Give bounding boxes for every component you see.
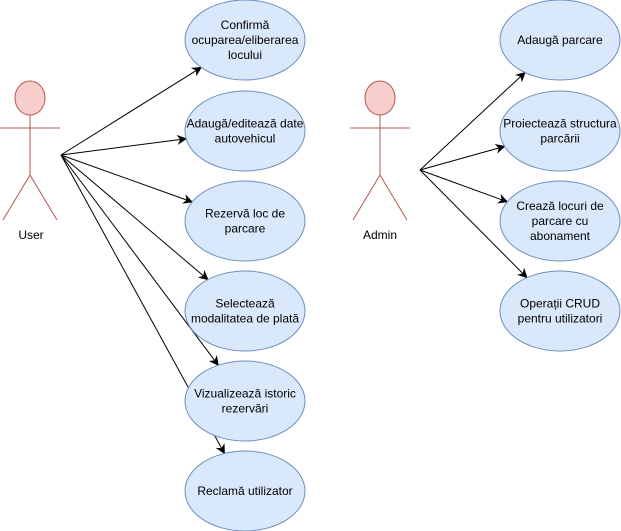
user-association-2: [60, 134, 188, 156]
user-actor: User: [0, 80, 60, 242]
admin-association-3: [419, 169, 509, 204]
admin-use-case-label: Proiectează structura: [503, 117, 617, 131]
user-actor-head: [14, 80, 46, 116]
user-use-case-ellipse: [184, 180, 306, 262]
admin-use-case-1: Adaugă parcare: [499, 0, 621, 81]
user-use-case-ellipse: [184, 450, 306, 531]
admin-association-4: [419, 169, 528, 279]
admin-use-case-label: parcare cu: [532, 214, 589, 228]
user-use-case-6: Reclamă utilizator: [184, 450, 306, 531]
admin-use-case-ellipse: [499, 180, 621, 262]
admin-use-case-label: Adaugă parcare: [517, 33, 603, 47]
user-use-case-label: autovehicul: [215, 132, 276, 146]
user-use-case-label: Vizualizează istoric: [194, 387, 296, 401]
user-use-case-label: Rezervă loc de: [205, 207, 285, 221]
user-use-case-ellipse: [184, 90, 306, 172]
user-association-4: [60, 154, 209, 281]
admin-actor-head: [364, 80, 396, 116]
user-use-case-label: ocuparea/eliberarea: [192, 33, 299, 47]
user-association-3: [60, 154, 194, 204]
user-actor-left-leg: [2, 174, 31, 221]
admin-use-case-label: Crează locuri de: [516, 199, 604, 213]
admin-use-case-ellipse: [499, 90, 621, 172]
admin-association-1: [419, 71, 526, 171]
user-use-case-label: Selectează: [215, 297, 275, 311]
user-use-case-ellipse: [184, 0, 306, 81]
admin-use-case-ellipse: [499, 0, 621, 81]
admin-use-case-ellipse: [499, 270, 621, 352]
admin-actor-left-leg: [352, 174, 381, 221]
admin-use-case-label: abonament: [530, 229, 591, 243]
user-actor-label: User: [18, 228, 43, 242]
user-use-case-label: Reclamă utilizator: [197, 484, 292, 498]
user-use-case-label: parcare: [225, 222, 266, 236]
user-use-case-ellipse: [184, 360, 306, 442]
admin-use-case-label: parcării: [540, 132, 579, 146]
admin-actor-right-leg: [379, 174, 408, 221]
user-association-1: [60, 66, 203, 156]
user-use-case-label: rezervări: [222, 402, 269, 416]
user-actor-right-leg: [29, 174, 58, 221]
user-association-5: [60, 154, 219, 367]
user-use-case-label: Confirmă: [221, 18, 270, 32]
admin-actor-label: Admin: [363, 228, 397, 242]
user-use-case-label: modalitatea de plată: [191, 312, 299, 326]
admin-use-case-label: Operații CRUD: [520, 297, 600, 311]
user-use-case-ellipse: [184, 270, 306, 352]
admin-association-2: [419, 144, 506, 171]
user-use-case-label: locului: [228, 48, 262, 62]
user-use-case-label: Adaugă/editează date: [187, 117, 304, 131]
admin-actor: Admin: [350, 80, 410, 242]
admin-use-case-label: pentru utilizatori: [518, 312, 603, 326]
use-cases: Confirmăocuparea/eliberarealoculuiAdaugă…: [184, 0, 621, 531]
